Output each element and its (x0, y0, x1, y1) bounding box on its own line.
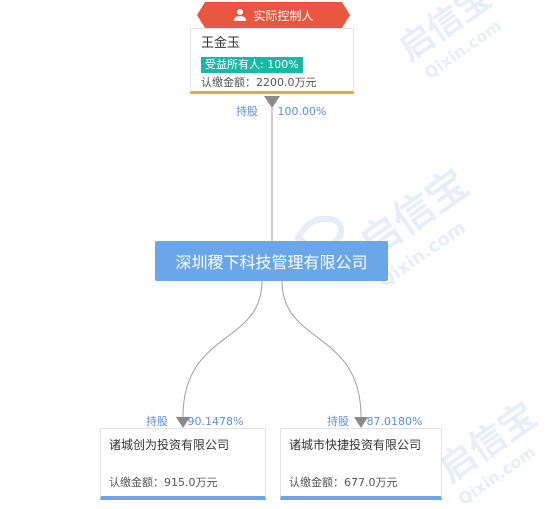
actual-controller-label: 实际控制人 (253, 8, 314, 23)
subsidiary-paid-capital: 认缴金额：915.0万元 (109, 476, 218, 489)
connector-center-left (182, 280, 263, 418)
center-company-node[interactable]: 深圳稷下科技管理有限公司 (155, 241, 388, 281)
arrow-down-icon (354, 417, 368, 428)
controller-name: 王金玉 (201, 36, 241, 51)
arrow-down-icon (176, 417, 190, 428)
subsidiary-name: 诸城市快捷投资有限公司 (289, 438, 422, 452)
edge-label-controller: 持股 100.00% (236, 103, 326, 119)
person-icon (234, 9, 247, 21)
edge-type: 持股 (327, 415, 349, 428)
actual-controller-tag: 实际控制人 (197, 2, 350, 28)
beneficiary-badge: 受益所有人: 100% (201, 57, 303, 73)
edge-percent: 90.1478% (187, 415, 244, 428)
subsidiary-name: 诸城创为投资有限公司 (109, 438, 230, 452)
edge-type: 持股 (236, 105, 258, 118)
controller-card[interactable]: 王金玉 受益所有人: 100% 认缴金额：2200.0万元 (190, 28, 354, 94)
subsidiary-card[interactable]: 诸城创为投资有限公司 认缴金额：915.0万元 (100, 428, 266, 500)
edge-type: 持股 (146, 415, 168, 428)
edge-label-right: 持股 87.0180% (327, 413, 422, 429)
connector-center-right (281, 280, 362, 418)
arrow-down-icon (264, 96, 280, 108)
controller-paid-capital: 认缴金额：2200.0万元 (201, 76, 317, 89)
subsidiary-card[interactable]: 诸城市快捷投资有限公司 认缴金额：677.0万元 (280, 428, 442, 500)
edge-label-left: 持股 90.1478% (146, 413, 243, 429)
edge-percent: 87.0180% (366, 415, 423, 428)
subsidiary-paid-capital: 认缴金额：677.0万元 (289, 476, 398, 489)
edge-percent: 100.00% (277, 105, 327, 118)
